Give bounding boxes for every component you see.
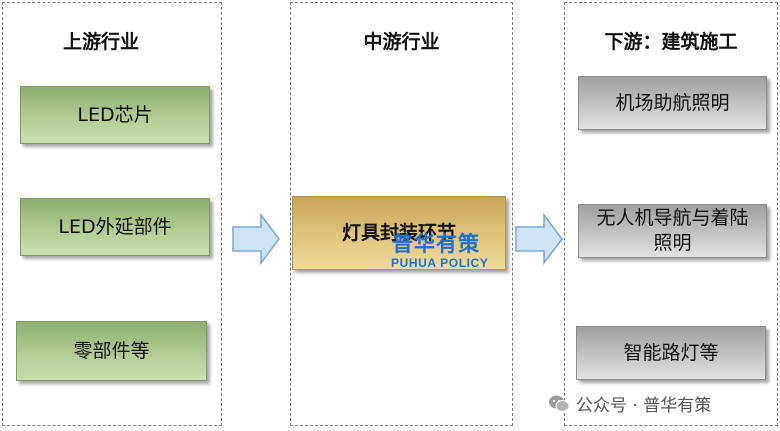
upstream-item-led-epitaxy: LED外延部件 (20, 198, 210, 256)
downstream-item-smart-streetlight: 智能路灯等 (576, 326, 766, 380)
footer-attribution: 公众号 · 普华有策 (548, 391, 711, 416)
downstream-item-drone-label: 无人机导航与着陆照明 (596, 207, 749, 254)
downstream-title: 下游：建筑施工 (604, 31, 738, 53)
downstream-item-airport-lighting: 机场助航照明 (578, 76, 767, 130)
flow-arrow-up-to-mid (232, 213, 280, 265)
upstream-item-parts: 零部件等 (16, 321, 207, 381)
watermark-brand-en: PUHUA POLICY (391, 256, 489, 270)
wechat-icon (549, 395, 570, 412)
upstream-item-led-chip: LED芯片 (20, 86, 210, 144)
footer-text: 公众号 · 普华有策 (576, 396, 712, 416)
watermark-brand-cn: 普华有策 (392, 232, 480, 256)
midstream-title: 中游行业 (363, 31, 440, 53)
flow-arrow-mid-to-down (515, 213, 563, 265)
midstream-item-lamp-packaging: 灯具封装环节 (292, 196, 506, 270)
downstream-item-drone-lighting: 无人机导航与着陆照明 (578, 204, 767, 258)
upstream-title: 上游行业 (62, 31, 139, 53)
